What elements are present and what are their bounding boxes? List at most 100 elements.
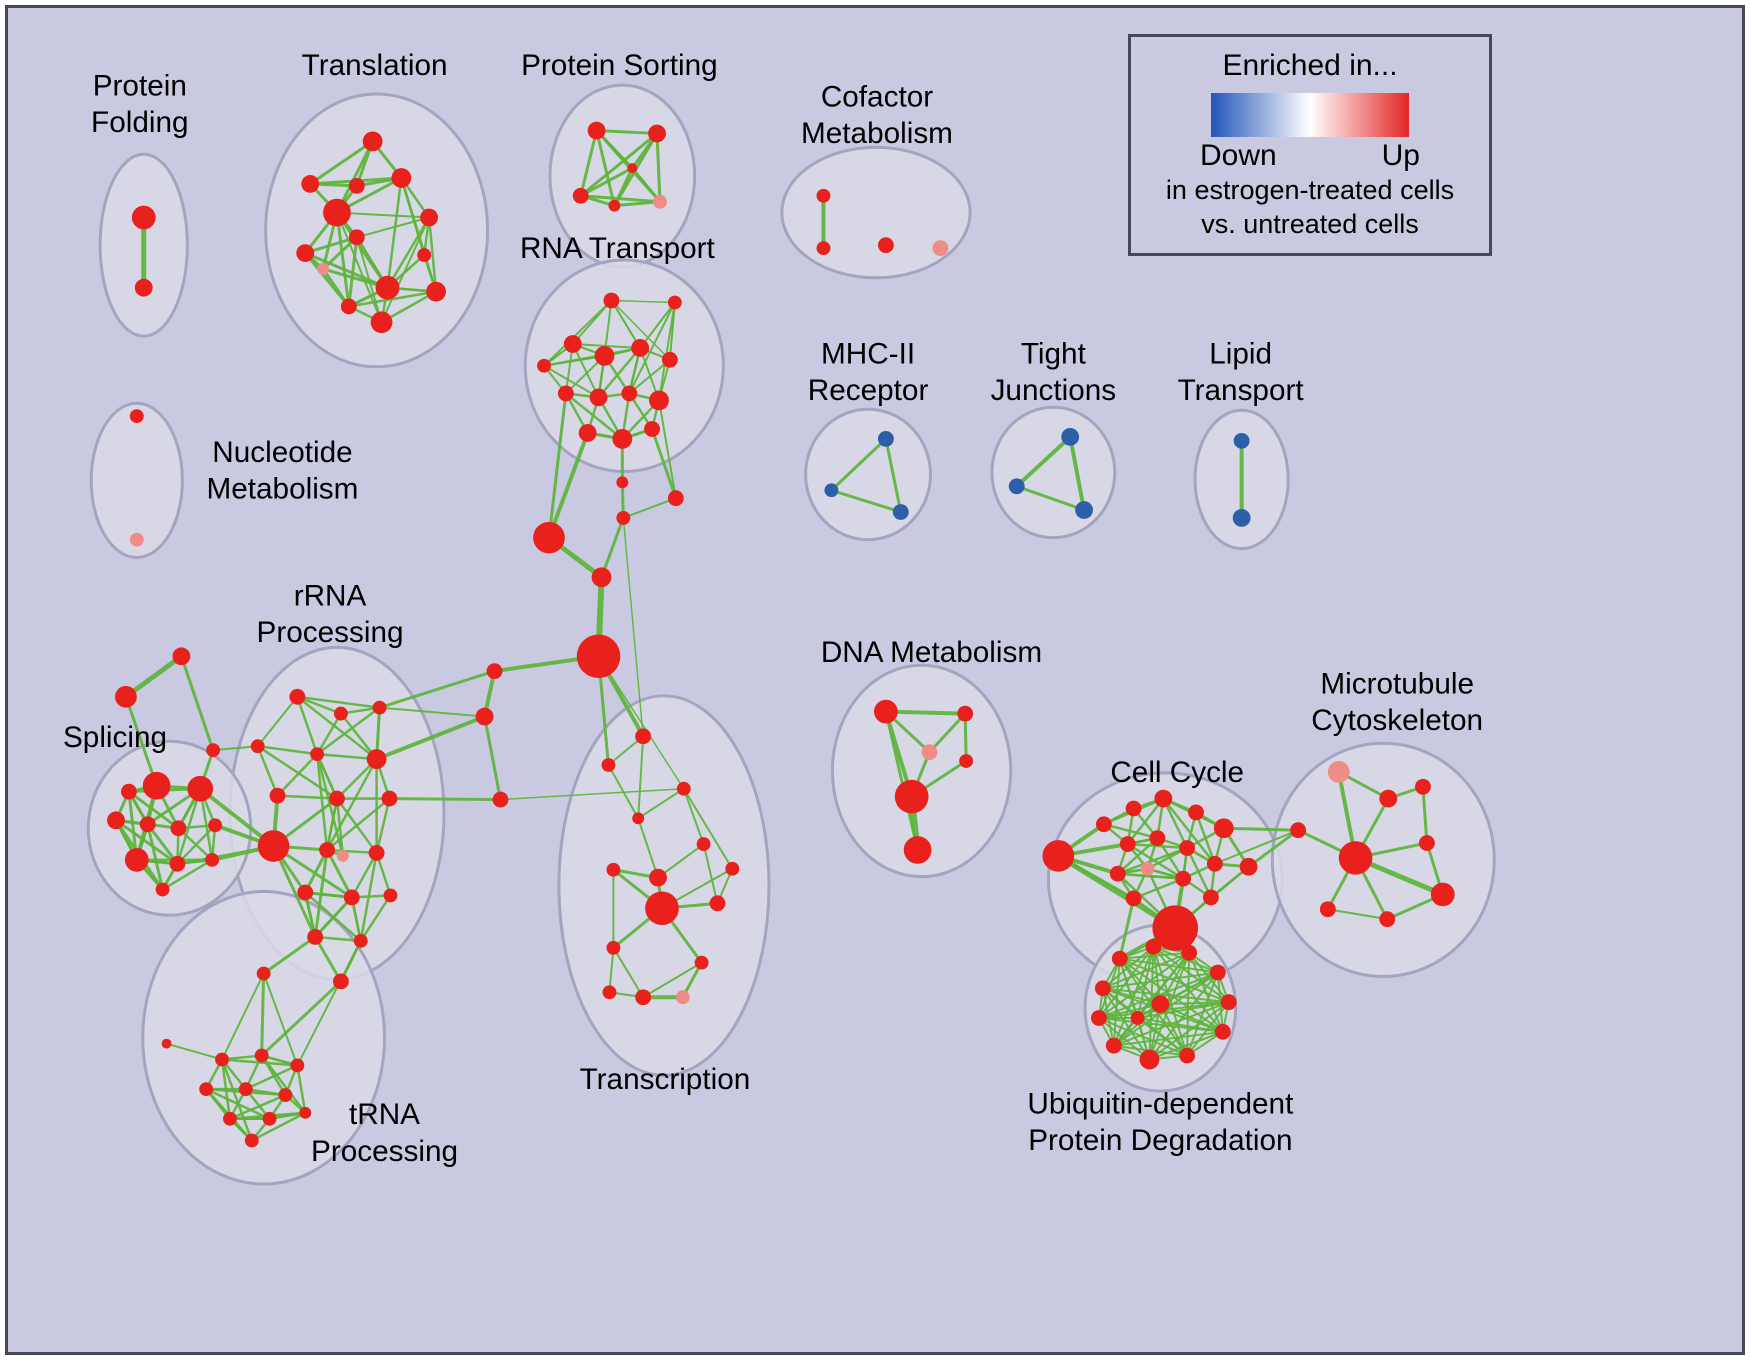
network-node	[269, 787, 286, 804]
network-node	[1239, 857, 1258, 876]
network-edge	[303, 848, 329, 894]
cluster-ellipse-trna-processing	[141, 890, 387, 1186]
network-node	[572, 187, 589, 204]
network-node	[299, 1106, 312, 1119]
network-edge	[547, 430, 590, 540]
network-node	[1111, 950, 1128, 967]
network-node	[238, 1082, 253, 1097]
network-node	[290, 1058, 305, 1073]
network-edge	[1247, 828, 1300, 869]
network-node	[1327, 761, 1350, 783]
network-edge	[276, 752, 319, 797]
network-node	[155, 882, 170, 897]
network-node	[1220, 994, 1237, 1011]
network-node	[417, 248, 432, 262]
network-edge	[1132, 877, 1185, 900]
network-edge	[657, 843, 705, 879]
network-node	[307, 929, 324, 945]
network-edge	[612, 946, 645, 999]
network-node	[278, 1088, 293, 1102]
network-edge	[146, 822, 165, 891]
network-node	[1418, 835, 1435, 851]
network-edge	[313, 896, 354, 939]
network-node	[661, 351, 678, 368]
cluster-ellipse-mhc-ii-receptor	[804, 407, 932, 542]
legend-gradient	[1211, 93, 1409, 137]
network-edge	[1213, 829, 1300, 865]
network-edge	[313, 935, 343, 983]
network-edge	[350, 851, 378, 899]
network-edge	[637, 735, 645, 820]
network-edge	[579, 166, 634, 198]
network-edge	[547, 391, 568, 540]
network-edge	[1101, 987, 1230, 1004]
network-edge	[1112, 1030, 1224, 1047]
network-edge	[228, 1093, 287, 1121]
cluster-label-dna-metabolism: DNA Metabolism	[821, 636, 1042, 669]
network-node	[1149, 830, 1166, 847]
network-edge	[650, 427, 678, 500]
network-node	[603, 292, 620, 309]
network-node	[608, 199, 621, 212]
network-node	[1430, 882, 1455, 907]
network-edge	[702, 843, 719, 905]
cluster-label-translation: Translation	[302, 49, 448, 82]
network-edge	[622, 497, 677, 519]
network-edge	[260, 979, 343, 1058]
network-edge	[829, 437, 888, 492]
network-edge	[1162, 797, 1189, 850]
network-node	[1175, 870, 1192, 887]
network-node	[172, 647, 191, 666]
network-node	[492, 791, 509, 808]
network-node	[1188, 804, 1204, 821]
network-edge	[355, 236, 383, 324]
network-edge	[303, 251, 389, 290]
network-edge	[375, 797, 391, 855]
network-node	[124, 848, 149, 872]
network-node	[694, 955, 709, 970]
network-edge	[579, 132, 659, 198]
network-node	[1179, 840, 1196, 856]
network-node	[256, 966, 271, 981]
network-edge	[1421, 785, 1429, 845]
network-edge	[637, 817, 659, 879]
network-node	[131, 205, 156, 230]
network-edge	[883, 709, 968, 716]
network-edge	[325, 848, 378, 855]
network-edge	[1097, 1016, 1151, 1061]
network-node	[616, 476, 629, 489]
network-node	[587, 121, 606, 140]
network-node	[632, 812, 645, 825]
network-edge	[1126, 842, 1185, 880]
network-edge	[355, 216, 431, 239]
cluster-ellipse-cofactor-metabolism	[780, 145, 972, 280]
network-node	[675, 990, 690, 1005]
cluster-ellipse-nucleotide-metabolism	[89, 401, 184, 559]
network-edge	[630, 166, 662, 204]
network-edge	[296, 695, 378, 761]
network-edge	[1118, 957, 1139, 1019]
network-node	[297, 884, 314, 901]
network-edge	[610, 299, 671, 361]
network-node	[1119, 836, 1136, 852]
network-node	[368, 845, 385, 861]
network-edge	[378, 706, 486, 718]
cluster-label-cell-cycle: Cell Cycle	[1110, 756, 1244, 789]
network-node	[353, 933, 368, 948]
network-edge	[612, 166, 634, 208]
network-node	[1145, 938, 1162, 955]
network-edge	[928, 712, 967, 754]
legend-caption-line1: in estrogen-treated cells	[1165, 175, 1455, 205]
network-edge	[296, 1064, 307, 1115]
network-edge	[325, 848, 354, 899]
network-edge	[608, 946, 615, 994]
network-node	[134, 278, 153, 297]
network-node	[301, 175, 320, 193]
network-edge	[595, 129, 659, 135]
